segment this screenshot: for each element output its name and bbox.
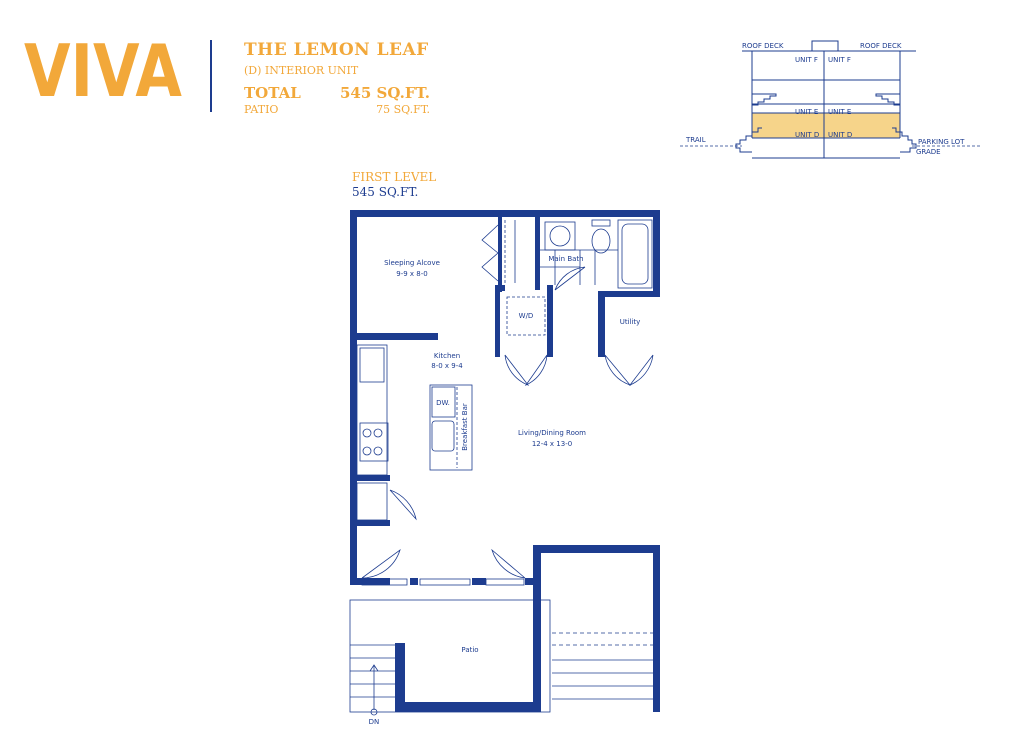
kitchen-sink [431, 420, 455, 452]
bathtub [617, 219, 653, 289]
level-name: FIRST LEVEL [352, 170, 437, 184]
roof-deck-left-label: ROOF DECK [742, 42, 784, 50]
unit-label: UNIT F [795, 56, 818, 64]
unit-d-highlight [752, 113, 900, 138]
sink-basin-icon [549, 225, 571, 247]
washer-dryer [506, 296, 546, 336]
refrigerator [359, 347, 385, 383]
breakfast-bar-label: Breakfast Bar [461, 403, 469, 451]
walls [350, 210, 660, 712]
entry-door-left [361, 548, 401, 579]
kitchen-size: 8-0 x 9-4 [431, 362, 463, 370]
total-value: 545 SQ.FT. [339, 84, 430, 102]
entry-door-right [491, 548, 526, 579]
parking-lot-label: PARKING LOT [918, 138, 965, 146]
unit-label: UNIT E [828, 108, 851, 116]
exterior-stairs [552, 632, 655, 700]
viva-logo: VIVA [24, 34, 182, 104]
cooktop [359, 422, 389, 462]
roof-deck-right-label: ROOF DECK [860, 42, 902, 50]
toilet-icon [591, 228, 611, 254]
floor-plan: Sleeping Alcove 9-9 x 8-0 Main Bath W/D … [349, 210, 660, 726]
patio-label: PATIO [244, 103, 279, 116]
unit-label: UNIT F [828, 56, 851, 64]
dishwasher-label: DW. [436, 399, 450, 407]
grade-label: GRADE [916, 148, 941, 156]
unit-label: UNIT D [795, 131, 819, 139]
patio-stairs [350, 644, 395, 716]
building-section-diagram: ROOF DECK ROOF DECK UNIT F UNIT F UNIT E… [680, 40, 980, 159]
main-bath-label: Main Bath [548, 255, 583, 263]
patio-value: 75 SQ.FT. [376, 103, 430, 116]
living-room-size: 12-4 x 13-0 [532, 440, 572, 448]
patio-label: Patio [461, 646, 478, 654]
dishwasher [431, 386, 456, 418]
sleeping-alcove-size: 9-9 x 8-0 [396, 270, 427, 278]
logo-text: VIVA [24, 34, 182, 104]
unit-type: (D) INTERIOR UNIT [244, 64, 359, 77]
level-area: 545 SQ.FT. [352, 185, 419, 199]
unit-title: THE LEMON LEAF [244, 40, 429, 60]
trail-label: TRAIL [685, 136, 706, 144]
total-label: TOTAL [244, 84, 301, 102]
living-room-label: Living/Dining Room [518, 429, 586, 437]
unit-label: UNIT D [828, 131, 852, 139]
utility-label: Utility [620, 318, 641, 326]
sleeping-alcove-label: Sleeping Alcove [384, 259, 440, 267]
wd-label: W/D [519, 312, 534, 320]
header-divider [210, 40, 212, 112]
kitchen-island [429, 384, 473, 471]
kitchen-label: Kitchen [434, 352, 460, 360]
unit-label: UNIT E [795, 108, 818, 116]
stairs-down-label: DN [369, 718, 380, 726]
